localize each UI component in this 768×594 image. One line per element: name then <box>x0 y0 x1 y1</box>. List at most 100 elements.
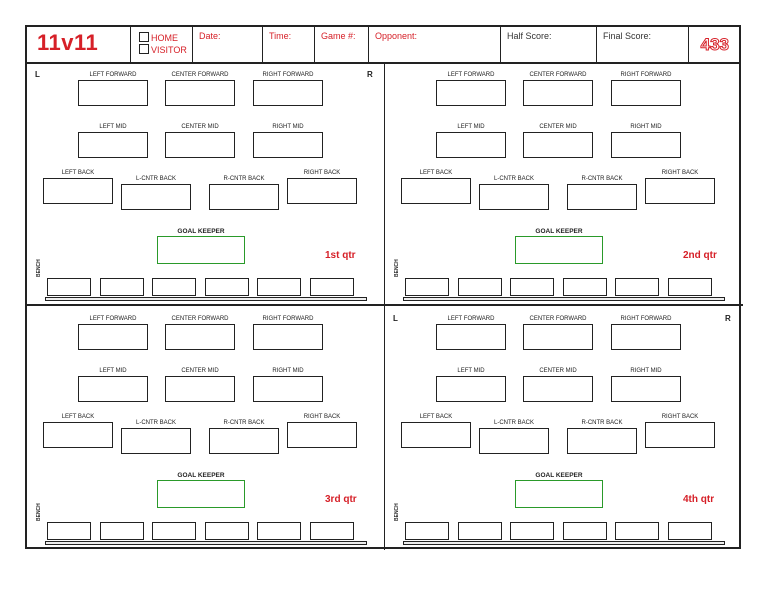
center-forward-box[interactable] <box>523 80 593 106</box>
bench-slot[interactable] <box>204 522 249 540</box>
center-forward-label: CENTER FORWARD <box>171 316 229 322</box>
l-cntr-back-label: L-CNTR BACK <box>135 176 176 182</box>
left-mid-label: LEFT MID <box>457 368 485 374</box>
bench-slot[interactable] <box>562 278 607 296</box>
goal-keeper-box[interactable] <box>515 480 603 508</box>
bench-slot[interactable] <box>615 278 659 296</box>
left-forward-slot: LEFT FORWARD <box>436 316 506 350</box>
left-back-box[interactable] <box>401 422 471 448</box>
opponent-field[interactable]: Opponent: <box>369 27 501 62</box>
right-forward-box[interactable] <box>253 80 323 106</box>
r-cntr-back-box[interactable] <box>209 428 279 454</box>
left-forward-box[interactable] <box>436 80 506 106</box>
bench-slot[interactable] <box>47 522 91 540</box>
final-score-field[interactable]: Final Score: <box>597 27 689 62</box>
bench-slot[interactable] <box>204 278 249 296</box>
visitor-checkbox[interactable]: VISITOR <box>139 44 187 56</box>
time-field[interactable]: Time: <box>263 27 315 62</box>
goal-keeper-box[interactable] <box>157 236 245 264</box>
right-mid-box[interactable] <box>611 376 681 402</box>
bench-slot[interactable] <box>309 278 354 296</box>
home-checkbox-box[interactable] <box>139 32 149 42</box>
left-back-box[interactable] <box>43 178 113 204</box>
l-cntr-back-slot: L-CNTR BACK <box>479 176 549 210</box>
bench-slot[interactable] <box>562 522 607 540</box>
bench-slot[interactable] <box>257 522 301 540</box>
bench-slot[interactable] <box>667 522 712 540</box>
r-cntr-back-box[interactable] <box>209 184 279 210</box>
center-forward-box[interactable] <box>165 324 235 350</box>
r-cntr-back-slot: R-CNTR BACK <box>209 420 279 454</box>
l-cntr-back-slot: L-CNTR BACK <box>121 176 191 210</box>
formation-cell: 433 <box>689 27 739 62</box>
right-back-box[interactable] <box>287 422 357 448</box>
right-back-box[interactable] <box>645 422 715 448</box>
left-forward-label: LEFT FORWARD <box>447 316 495 322</box>
center-mid-box[interactable] <box>165 376 235 402</box>
bench-slot[interactable] <box>152 522 196 540</box>
bench-slot[interactable] <box>99 522 144 540</box>
bench-slot[interactable] <box>152 278 196 296</box>
left-mid-box[interactable] <box>436 132 506 158</box>
center-forward-label: CENTER FORWARD <box>171 72 229 78</box>
quarter-label: 2nd qtr <box>683 250 717 261</box>
bench-slot[interactable] <box>457 278 502 296</box>
bench-slot[interactable] <box>47 278 91 296</box>
l-cntr-back-box[interactable] <box>479 184 549 210</box>
l-cntr-back-box[interactable] <box>121 428 191 454</box>
left-mid-box[interactable] <box>436 376 506 402</box>
bench-slot[interactable] <box>309 522 354 540</box>
game-number-field[interactable]: Game #: <box>315 27 369 62</box>
center-mid-box[interactable] <box>523 376 593 402</box>
right-mid-box[interactable] <box>253 132 323 158</box>
goal-keeper-box[interactable] <box>157 480 245 508</box>
center-forward-slot: CENTER FORWARD <box>523 72 593 106</box>
right-mid-box[interactable] <box>611 132 681 158</box>
center-forward-box[interactable] <box>523 324 593 350</box>
left-mid-slot: LEFT MID <box>78 124 148 158</box>
left-forward-box[interactable] <box>78 80 148 106</box>
left-back-label: LEFT BACK <box>419 414 453 420</box>
center-forward-box[interactable] <box>165 80 235 106</box>
bench-slot[interactable] <box>667 278 712 296</box>
right-forward-label: RIGHT FORWARD <box>620 316 672 322</box>
left-mid-box[interactable] <box>78 376 148 402</box>
right-mid-box[interactable] <box>253 376 323 402</box>
l-cntr-back-box[interactable] <box>479 428 549 454</box>
bench-slot[interactable] <box>457 522 502 540</box>
date-field[interactable]: Date: <box>193 27 263 62</box>
left-mid-box[interactable] <box>78 132 148 158</box>
half-score-field[interactable]: Half Score: <box>501 27 597 62</box>
bench-slot[interactable] <box>257 278 301 296</box>
bench-slot[interactable] <box>510 522 554 540</box>
l-cntr-back-box[interactable] <box>121 184 191 210</box>
right-mid-label: RIGHT MID <box>272 124 304 130</box>
r-cntr-back-label: R-CNTR BACK <box>223 176 265 182</box>
right-back-box[interactable] <box>645 178 715 204</box>
right-forward-slot: RIGHT FORWARD <box>253 316 323 350</box>
left-back-box[interactable] <box>43 422 113 448</box>
right-forward-box[interactable] <box>253 324 323 350</box>
center-mid-label: CENTER MID <box>181 368 219 374</box>
left-back-box[interactable] <box>401 178 471 204</box>
bench-slot[interactable] <box>615 522 659 540</box>
right-forward-box[interactable] <box>611 324 681 350</box>
bench-slot[interactable] <box>405 278 449 296</box>
right-back-box[interactable] <box>287 178 357 204</box>
visitor-checkbox-box[interactable] <box>139 44 149 54</box>
bench-slot[interactable] <box>405 522 449 540</box>
goal-keeper-box[interactable] <box>515 236 603 264</box>
left-forward-box[interactable] <box>436 324 506 350</box>
goal-keeper-label: GOAL KEEPER <box>177 228 225 235</box>
bench-slot[interactable] <box>510 278 554 296</box>
home-checkbox[interactable]: HOME <box>139 32 187 44</box>
center-mid-box[interactable] <box>165 132 235 158</box>
right-forward-box[interactable] <box>611 80 681 106</box>
r-cntr-back-box[interactable] <box>567 184 637 210</box>
r-cntr-back-label: R-CNTR BACK <box>223 420 265 426</box>
center-mid-slot: CENTER MID <box>523 368 593 402</box>
r-cntr-back-box[interactable] <box>567 428 637 454</box>
center-mid-box[interactable] <box>523 132 593 158</box>
left-forward-box[interactable] <box>78 324 148 350</box>
bench-slot[interactable] <box>99 278 144 296</box>
